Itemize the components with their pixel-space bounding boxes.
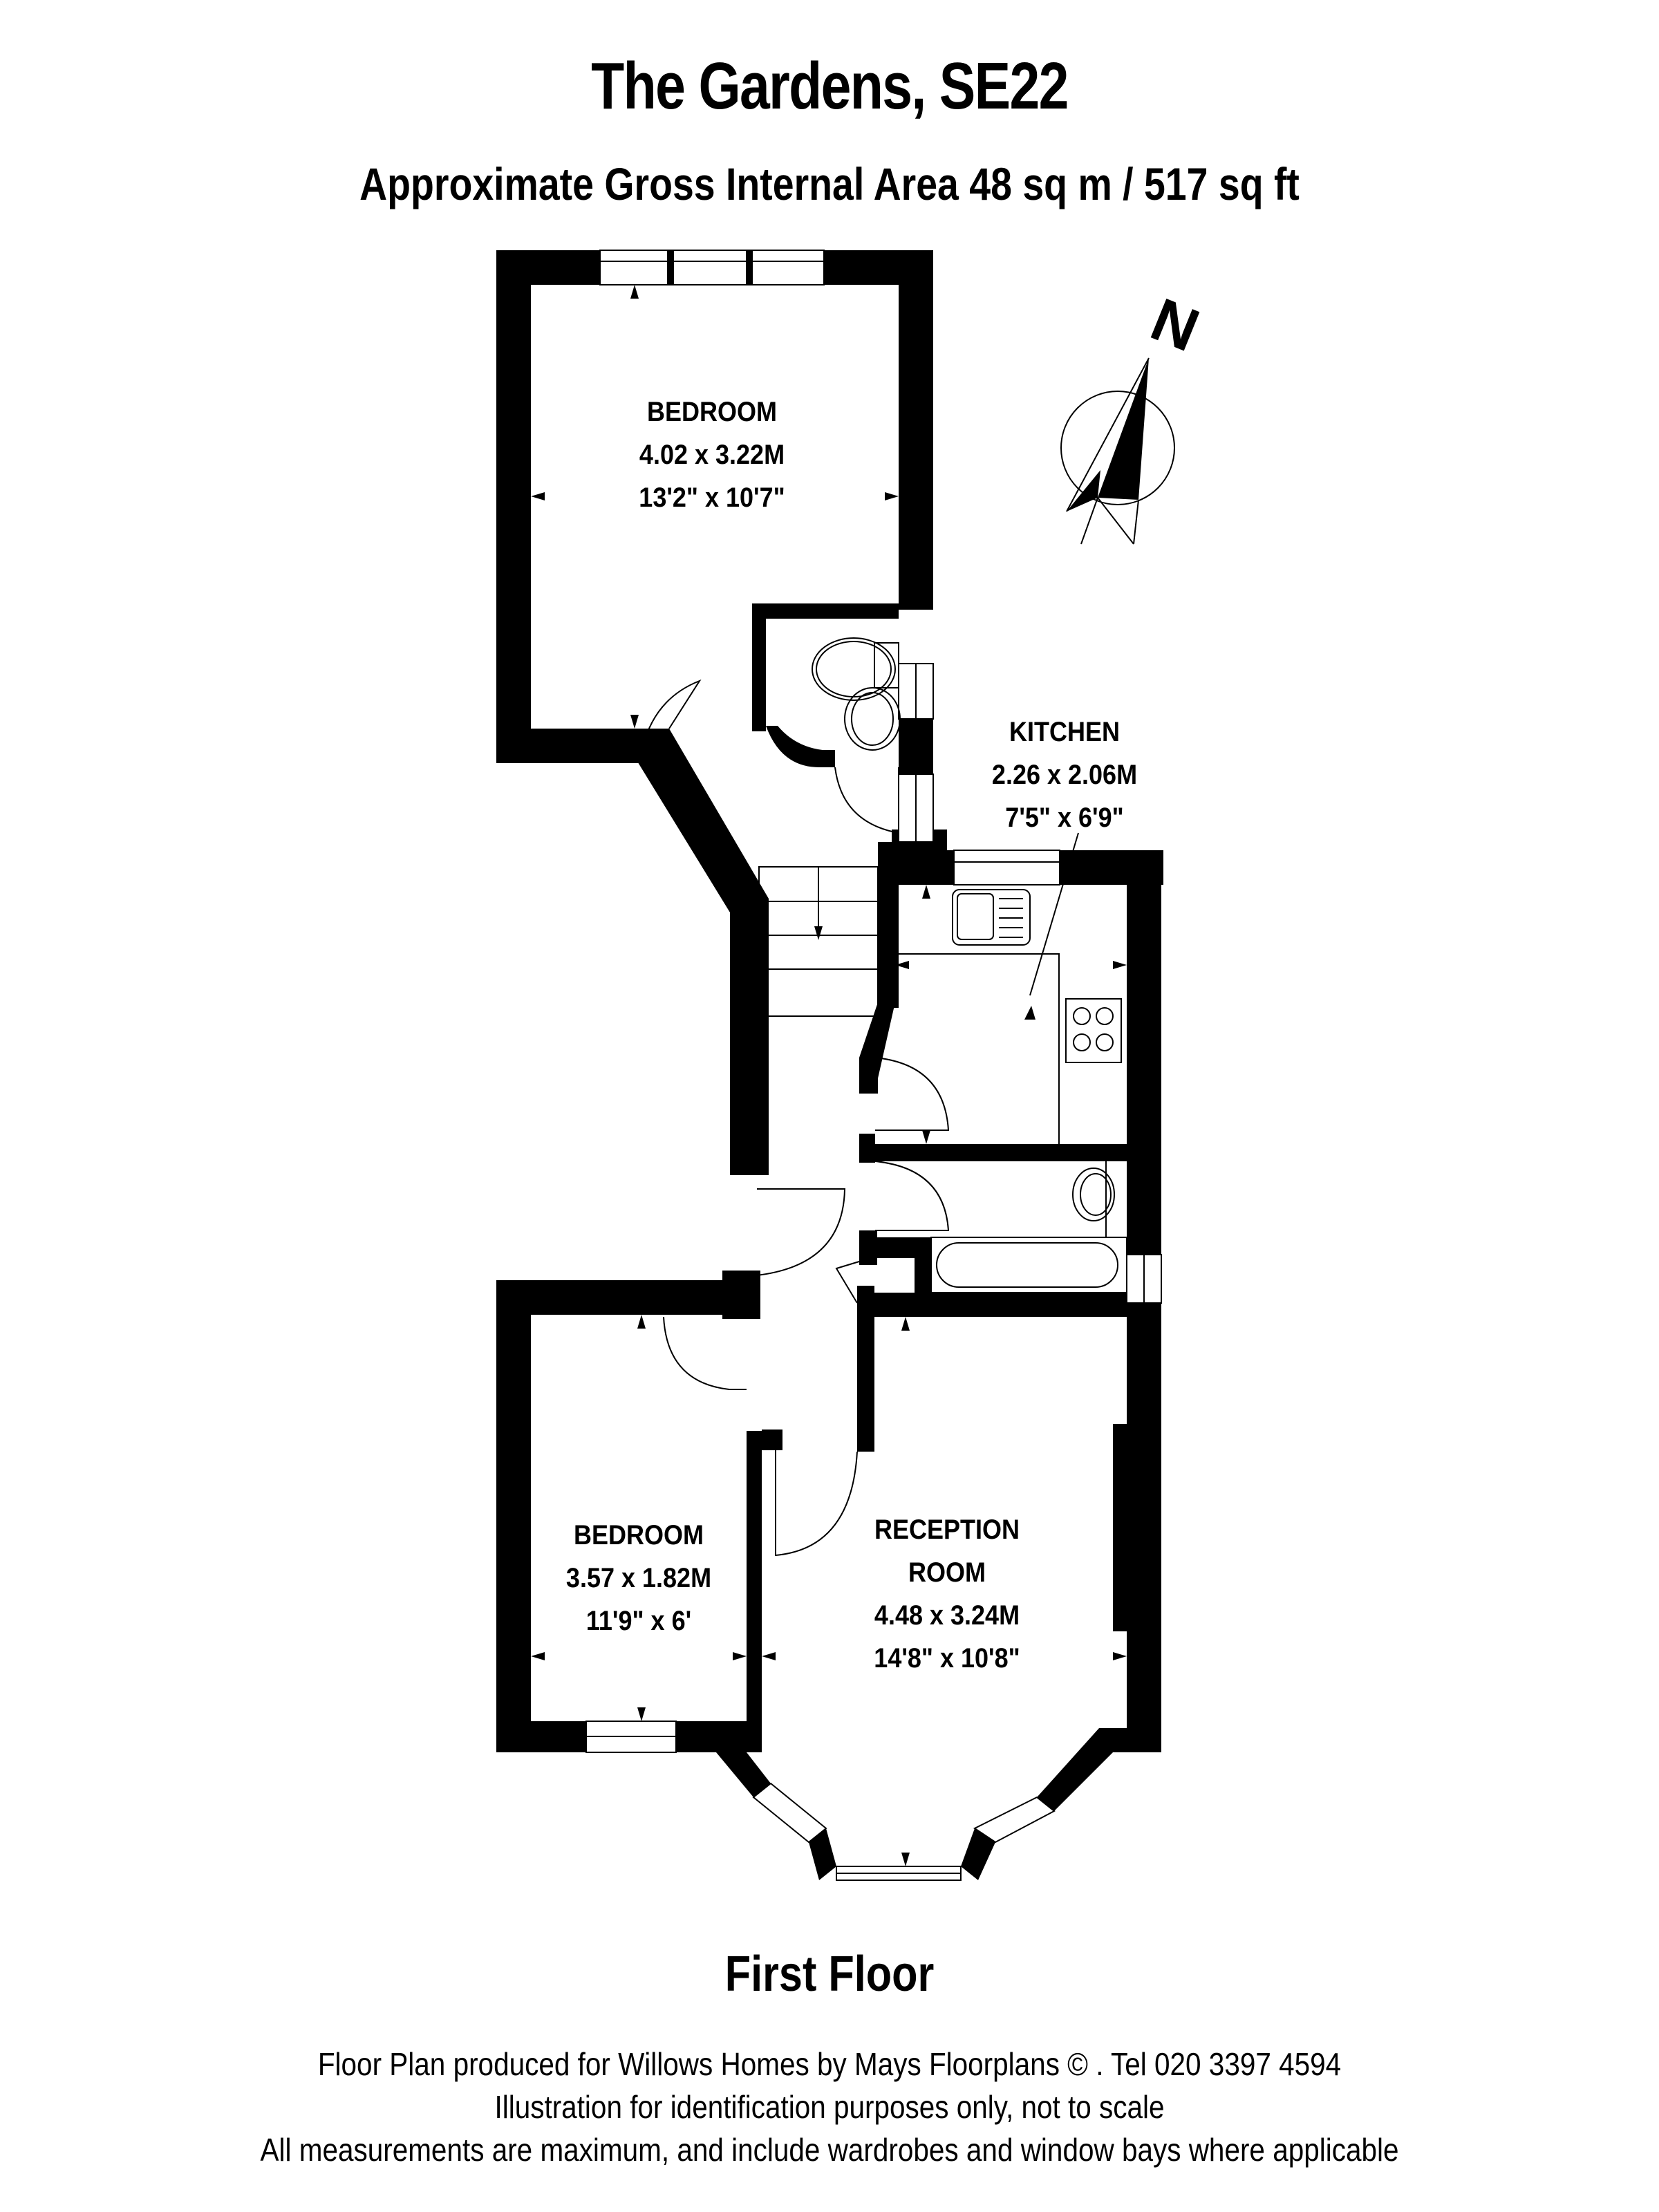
toilet-icon (812, 637, 896, 701)
room-dimensions-imperial: 7'5" x 6'9" (1005, 803, 1124, 833)
room-dimensions-metric: 2.26 x 2.06M (991, 760, 1138, 790)
room-label-kitchen: KITCHEN 2.26 x 2.06M 7'5" x 6'9" (965, 711, 1164, 839)
basin-icon (844, 687, 901, 751)
room-dimensions-imperial: 14'8" x 10'8" (874, 1643, 1020, 1674)
footer-measurements-note: All measurements are maximum, and includ… (260, 2132, 1399, 2168)
room-name-continued: ROOM (908, 1557, 986, 1588)
door-swing (775, 1450, 858, 1557)
room-label-bedroom-1: BEDROOM 4.02 x 3.22M 13'2" x 10'7" (611, 391, 813, 519)
hob-icon (1065, 998, 1122, 1063)
room-dimensions-imperial: 13'2" x 10'7" (639, 482, 785, 513)
room-label-bedroom-2: BEDROOM 3.57 x 1.82M 11'9" x 6' (542, 1514, 736, 1642)
walls (496, 250, 1163, 1880)
floor-label: First Floor (724, 1947, 935, 2002)
door-swing (756, 1188, 846, 1276)
room-name: RECEPTION (874, 1515, 1020, 1545)
north-compass-icon: N (1060, 285, 1208, 545)
room-label-reception: RECEPTION ROOM 4.48 x 3.24M 14'8" x 10'8… (804, 1508, 1090, 1680)
room-dimensions-metric: 3.57 x 1.82M (565, 1563, 712, 1593)
door-swing (874, 1161, 950, 1231)
bath-icon (930, 1237, 1127, 1293)
dimension-arrows (531, 285, 1127, 1866)
room-name: KITCHEN (1009, 717, 1121, 747)
sink-icon (952, 889, 1031, 946)
room-name: BEDROOM (646, 397, 777, 427)
room-dimensions-metric: 4.48 x 3.24M (874, 1600, 1020, 1631)
door-swing (834, 767, 899, 834)
door-swing (874, 1057, 950, 1131)
door-swing (642, 679, 702, 747)
room-dimensions-metric: 4.02 x 3.22M (639, 440, 785, 470)
door-swing (835, 1261, 860, 1304)
svg-text:N: N (1142, 285, 1208, 365)
door-swing (663, 1316, 747, 1390)
basin-icon (1072, 1168, 1115, 1221)
room-name: BEDROOM (573, 1520, 704, 1550)
fixtures (642, 637, 1127, 1557)
footer-credit: Floor Plan produced for Willows Homes by… (317, 2046, 1342, 2082)
windows (585, 250, 1162, 1881)
disclaimer-footer: Floor Plan produced for Willows Homes by… (100, 2043, 1559, 2171)
gross-internal-area: Approximate Gross Internal Area 48 sq m … (359, 158, 1300, 209)
footer-not-to-scale: Illustration for identification purposes… (494, 2089, 1165, 2125)
plan-title: The Gardens, SE22 (591, 49, 1069, 123)
room-dimensions-imperial: 11'9" x 6' (585, 1606, 692, 1636)
